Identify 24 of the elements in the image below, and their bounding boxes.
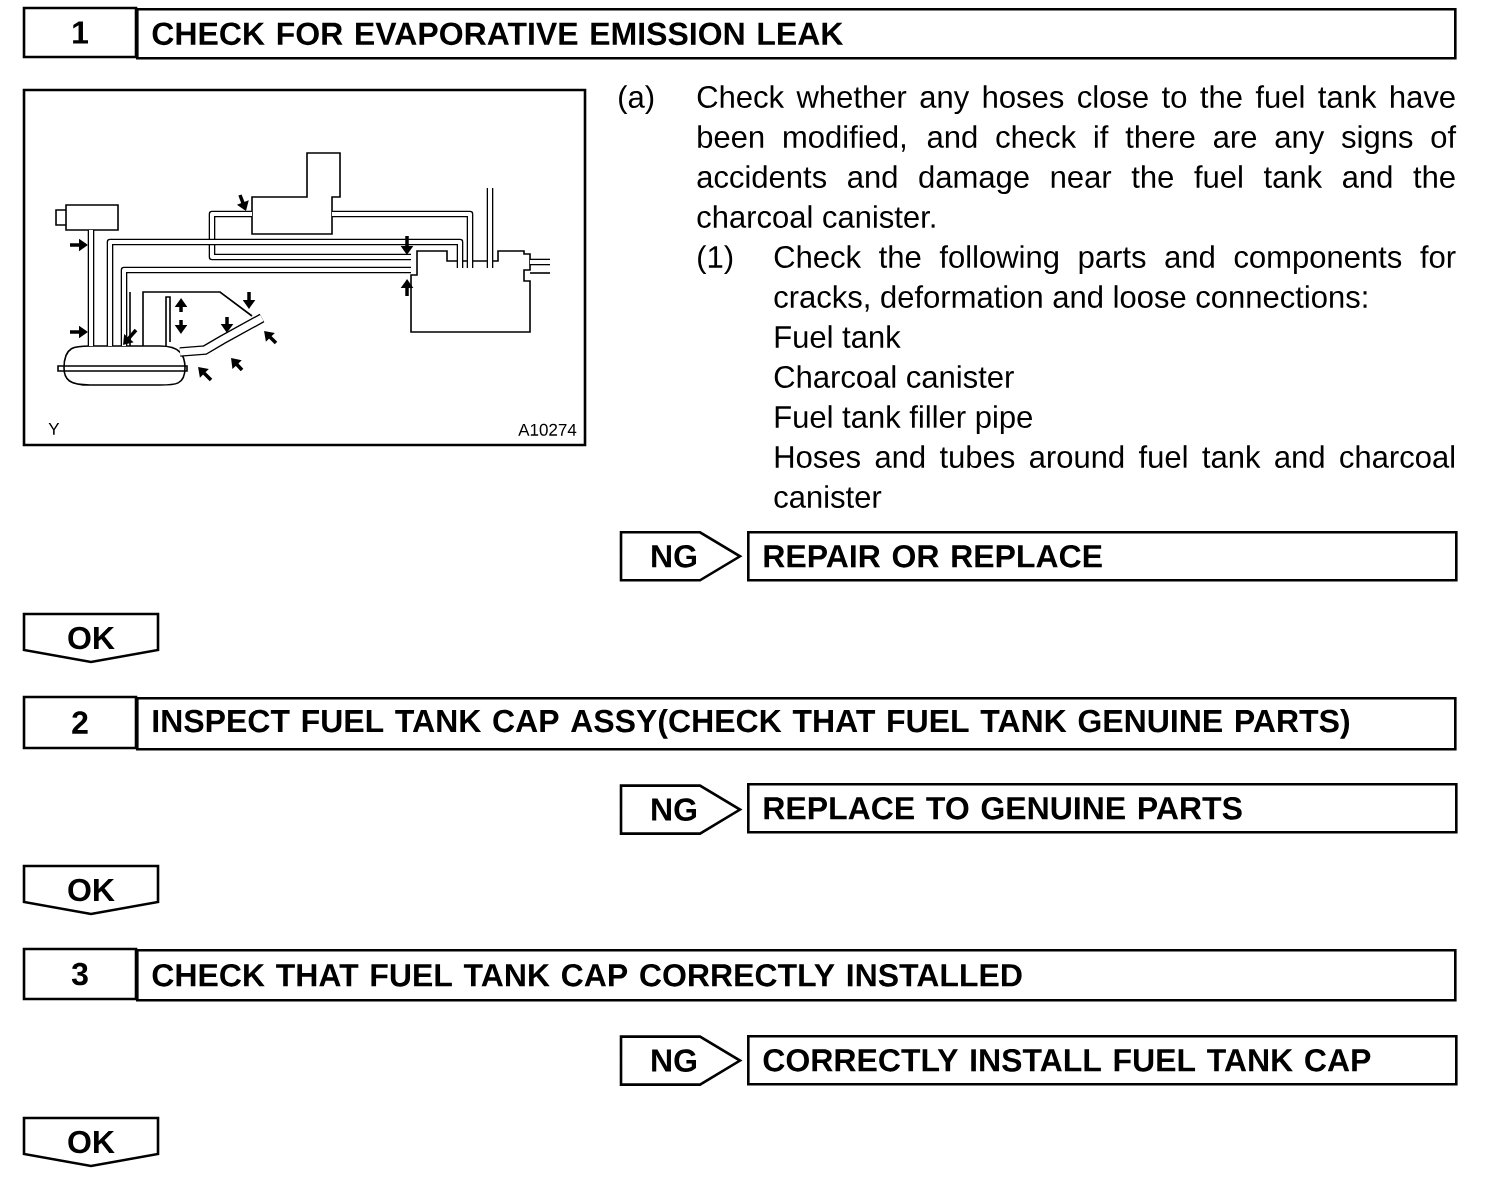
edge-label: NG bbox=[652, 545, 696, 568]
paragraph: Check whether any hoses close to the fuel tank have been modified, and check if there are any signs of accidents and damage near the fuel tank and the charcoal canister. bbox=[697, 85, 1457, 228]
action-box: CORRECTLY INSTALL FUEL TANK CAP bbox=[747, 1035, 1458, 1086]
list-item: Fuel tank bbox=[775, 325, 901, 348]
step-number-box: 2 bbox=[22, 695, 138, 750]
step-number-box: 1 bbox=[22, 6, 138, 59]
edge-label: NG bbox=[652, 798, 696, 821]
ng-arrow bbox=[619, 1035, 743, 1086]
step-title-box: INSPECT FUEL TANK CAP ASSY(CHECK THAT FUEL TANK GENUINE PARTS) bbox=[136, 697, 1457, 751]
action-box: REPAIR OR REPLACE bbox=[747, 531, 1458, 582]
paragraph: Check the following parts and components for cracks, deformation and loose connections: bbox=[774, 245, 1456, 312]
edge-label: NG bbox=[652, 1049, 696, 1072]
list-item: Fuel tank filler pipe bbox=[775, 405, 1032, 435]
action-box: REPLACE TO GENUINE PARTS bbox=[747, 783, 1458, 834]
ng-arrow bbox=[619, 784, 743, 835]
figure-number: A10274 bbox=[518, 423, 577, 436]
item-number: (1) bbox=[698, 245, 733, 275]
list-item: Charcoal canister bbox=[774, 365, 1014, 388]
step-title-box: CHECK THAT FUEL TANK CAP CORRECTLY INSTALLED bbox=[136, 949, 1457, 1002]
figure-code: Y bbox=[48, 423, 60, 435]
step-number-box: 3 bbox=[22, 947, 138, 1001]
item-letter: (a) bbox=[619, 85, 654, 115]
step-title-box: CHECK FOR EVAPORATIVE EMISSION LEAK bbox=[136, 8, 1457, 60]
ng-arrow bbox=[619, 531, 743, 582]
